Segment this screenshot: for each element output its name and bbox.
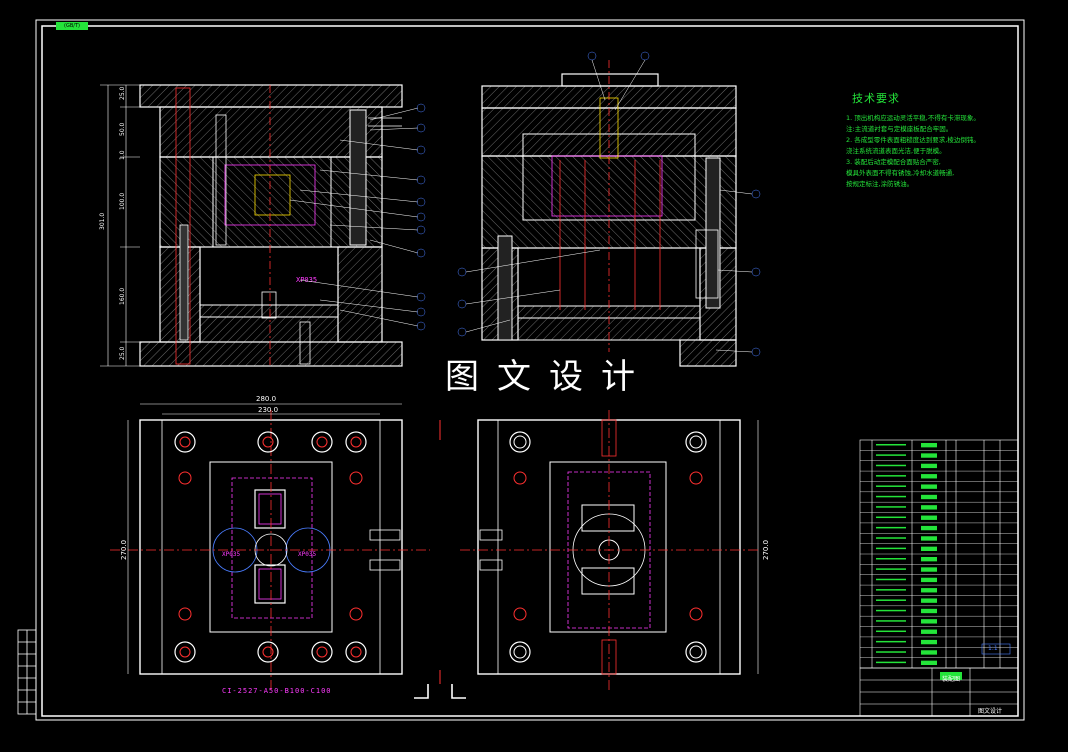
left-dimensions: 301.0 25.0 50.0 1.0 100.0 160.0 25.0 [99,84,140,367]
svg-text:25.0: 25.0 [119,86,126,100]
bom-material-mark [921,494,937,500]
bom-material-mark [921,650,937,655]
svg-text:160.0: 160.0 [119,288,126,305]
bom-material-mark [921,577,937,583]
bom-code-mark [876,568,906,570]
bom-code-mark [876,495,906,498]
front-section-view: XP035 [139,84,403,367]
tech-line: 1. 顶出机构应运动灵活平稳,不得有卡滞现象。 [846,114,980,122]
bom-code-mark [876,651,906,653]
bom-material-mark [921,515,937,520]
bom-code-mark [876,506,906,508]
standard-tag: (GB/T) [56,22,88,30]
bom-code-mark [876,620,906,622]
svg-text:XP035: XP035 [222,551,240,558]
bom-material-mark [921,639,937,645]
svg-text:XP035: XP035 [298,551,316,558]
front-callouts [289,103,426,331]
tech-requirements-title: 技术要求 [852,92,900,105]
bom-material-mark [921,525,937,531]
bom-material-mark [921,453,937,458]
bom-code-mark [876,454,906,456]
svg-text:25.0: 25.0 [119,346,126,360]
bom-code-mark [876,516,906,519]
bom-code-mark [876,630,906,633]
bom-material-mark [921,463,937,469]
bom-material-mark [921,608,937,614]
bom-material-mark [921,660,937,665]
bom-material-mark [921,629,937,634]
svg-text:1.0: 1.0 [119,150,126,160]
plate-code-label: CI-2527-A50-B100-C100 [222,687,332,695]
bom-code-mark [876,485,906,487]
plan-view-right [460,410,760,690]
plan-view-left: XP035 XP035 [110,410,430,690]
bom-material-mark [921,505,937,510]
side-strip [17,629,37,715]
tech-line: 2. 各成型零件表面粗糙度达到要求,棱边倒钝。 [846,136,980,144]
svg-text:270.0: 270.0 [120,540,128,560]
svg-text:230.0: 230.0 [258,406,278,414]
tech-line: 模具外表面不得有锈蚀,冷却水道畅通, [846,169,955,177]
svg-text:50.0: 50.0 [119,122,126,136]
bom-code-mark [876,589,906,591]
svg-text:280.0: 280.0 [256,395,276,403]
bom-material-mark [921,619,937,624]
section-markers [414,420,466,699]
scale: 1:1 [988,645,998,652]
watermark: 图文设计 [420,352,678,402]
tech-line: 注:主流道衬套与定模座板配合牢固。 [846,125,953,133]
company: 图文设计 [978,708,1003,715]
svg-text:301.0: 301.0 [99,213,106,230]
bom-material-mark [921,443,937,448]
bom-material-mark [921,598,937,603]
tech-line: 按规定标注,涂防锈油。 [846,180,914,188]
bom-code-mark [876,640,906,643]
bom-code-mark [876,547,906,550]
outer-frame [35,19,1025,721]
drawing-name: 装配图 [942,676,961,683]
bom-code-mark [876,609,906,612]
bom-code-mark [876,537,906,539]
bom-code-mark [876,475,906,477]
bom-rows [860,443,1018,665]
bom-code-mark [876,444,906,446]
bom-code-mark [876,599,906,601]
part-mark: XP035 [296,276,317,284]
title-block [859,643,1019,717]
bom-code-mark [876,464,906,467]
bom-material-mark [921,474,937,479]
inner-frame [41,25,1019,717]
bom-code-mark [876,558,906,560]
tech-line: 3. 装配后动定模配合面贴合严密, [846,158,941,166]
bom-material-mark [921,546,937,551]
bom-material-mark [921,536,937,541]
tech-requirements-list: 1. 顶出机构应运动灵活平稳,不得有卡滞现象。 注:主流道衬套与定模座板配合牢固… [846,113,986,190]
plan-dimensions: 280.0 230.0 270.0 270.0 [120,395,770,674]
side-section-view [481,60,737,367]
svg-text:100.0: 100.0 [119,193,126,210]
bom-material-mark [921,557,937,562]
svg-text:270.0: 270.0 [762,540,770,560]
bom-code-mark [876,526,906,529]
bom-material-mark [921,588,937,593]
bom-code-mark [876,578,906,581]
tech-line: 浇注系统流道表面光洁,便于脱模。 [846,147,946,155]
side-callouts [457,51,761,357]
bom-material-mark [921,484,937,489]
bom-material-mark [921,567,937,572]
bom-code-mark [876,661,906,664]
